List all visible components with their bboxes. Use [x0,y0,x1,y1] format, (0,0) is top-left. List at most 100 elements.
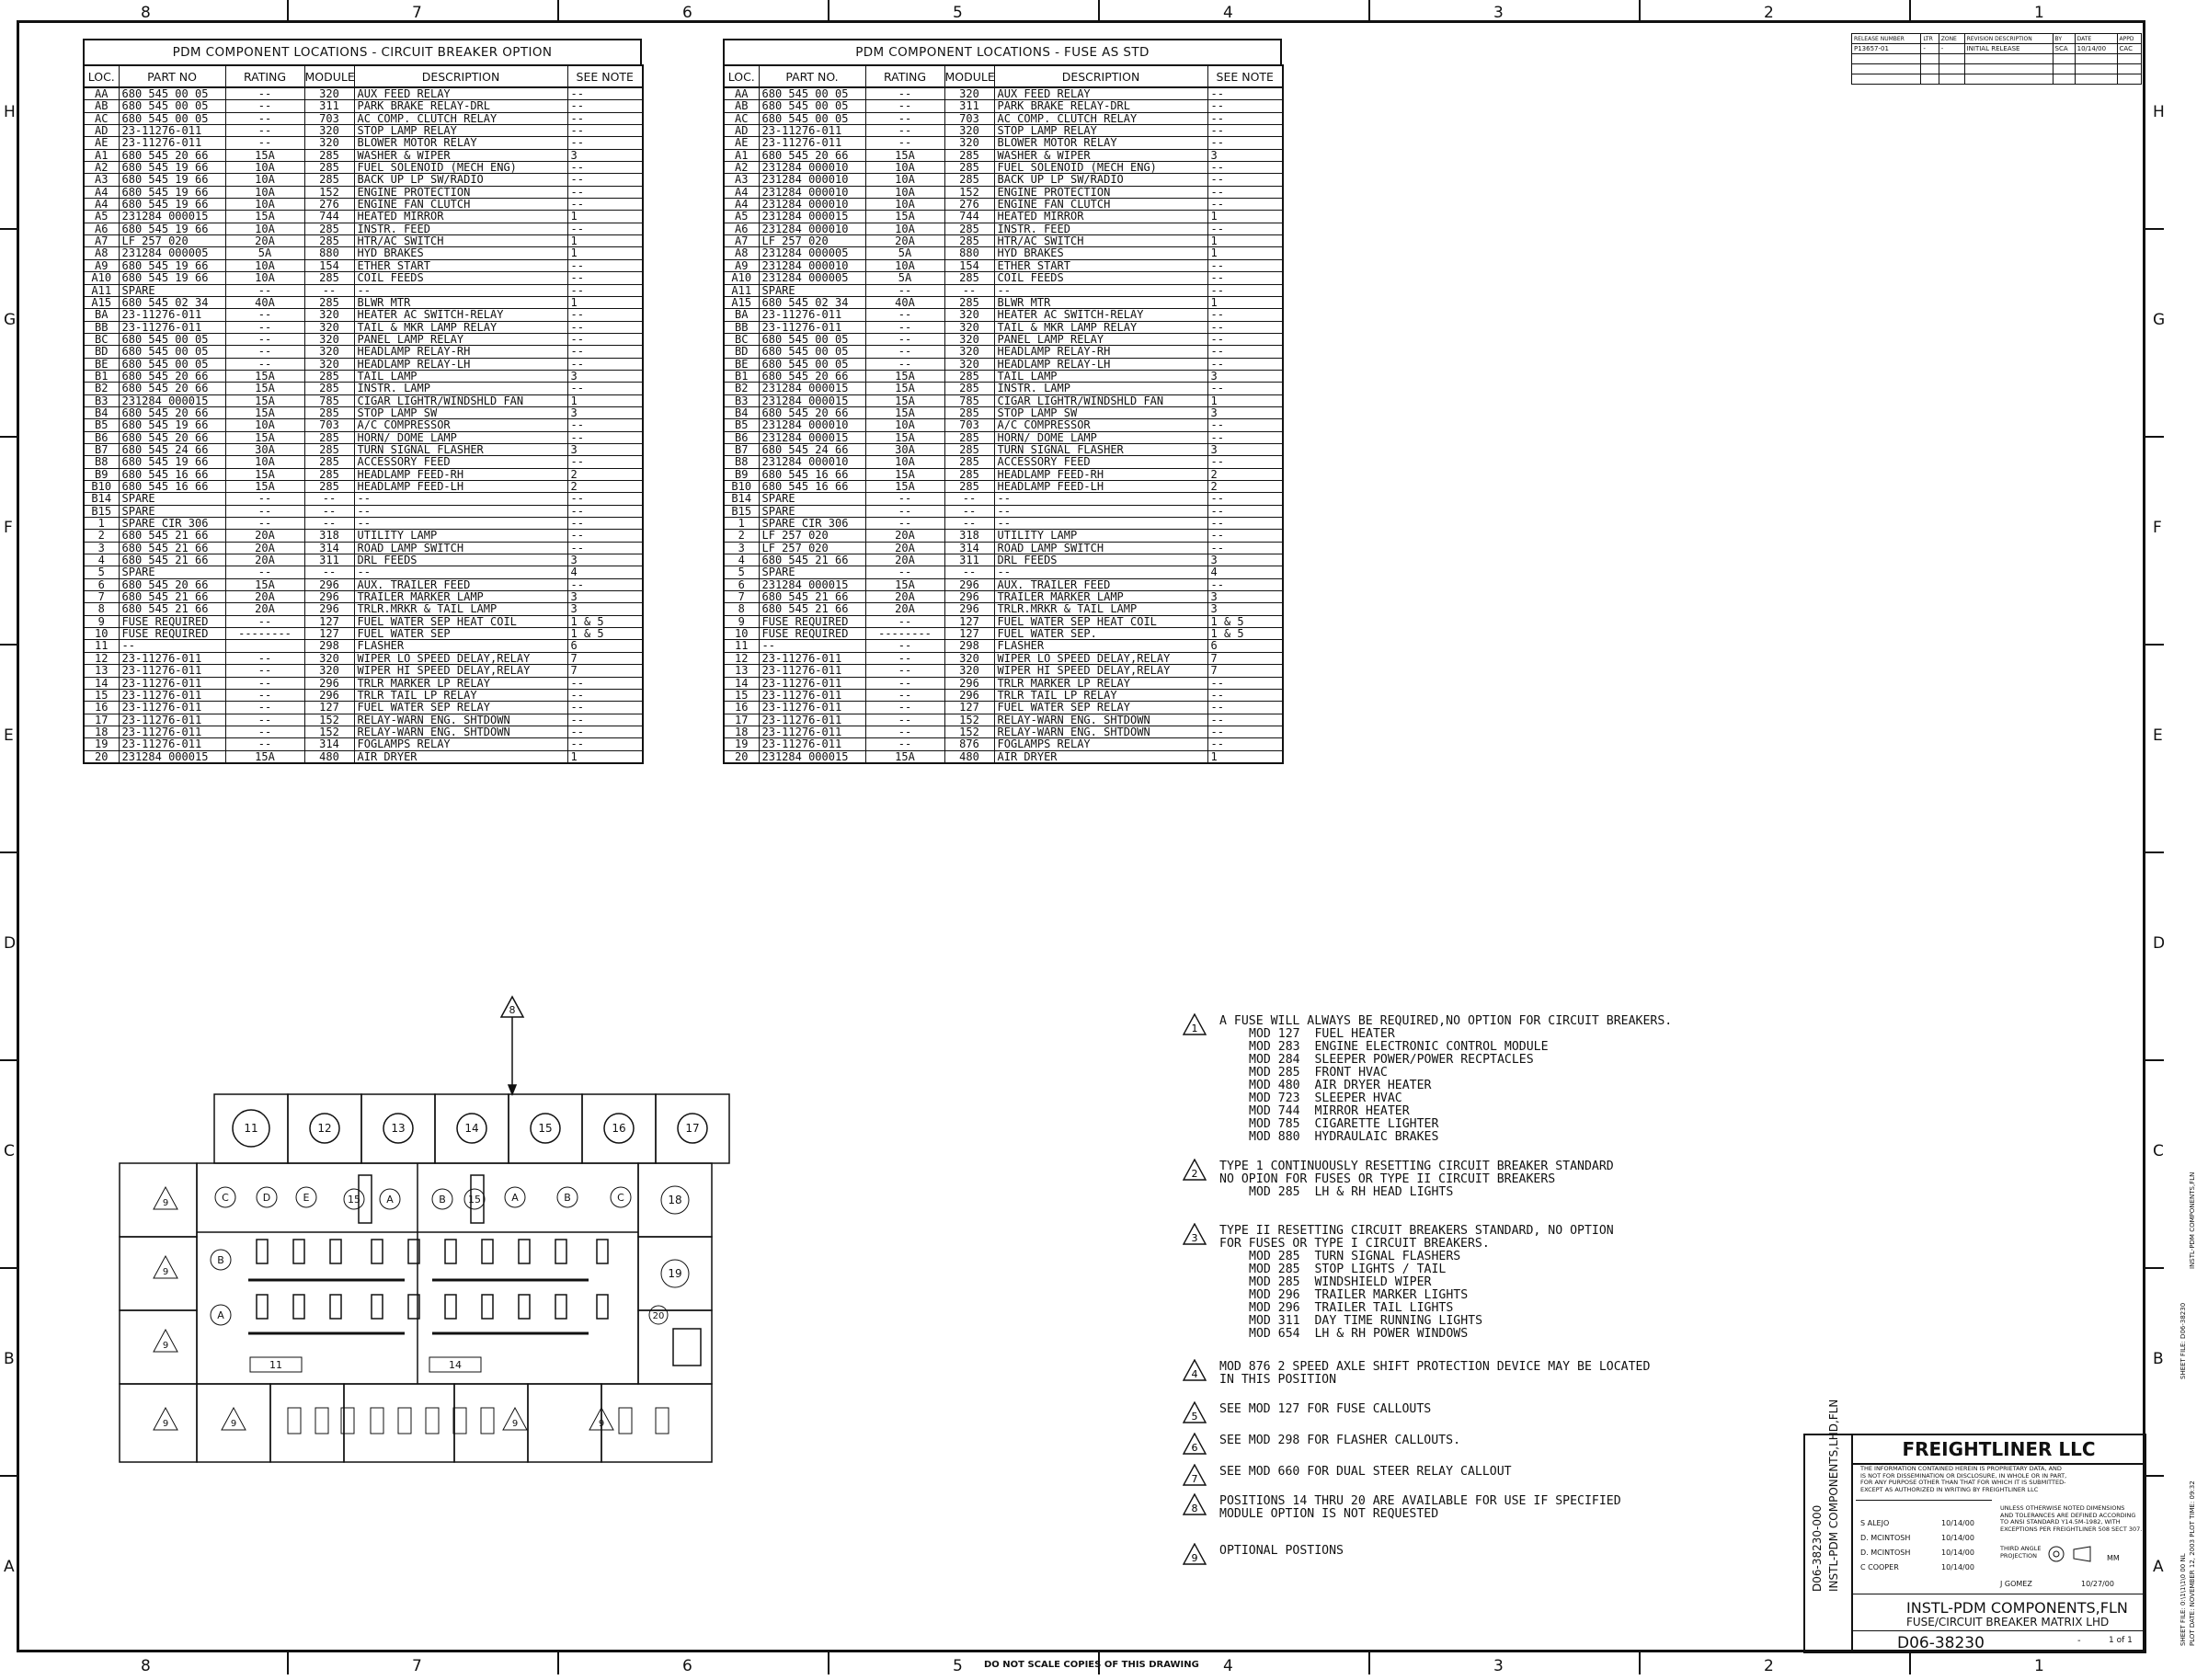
table-cell: B8 [724,455,760,469]
table-cell: -- [567,87,644,101]
table-cell: 320 [304,124,355,138]
table-cell: FUEL SOLENOID (MECH ENG) [354,161,568,175]
table-cell: 20A [225,234,305,248]
table-cell: 127 [304,701,355,714]
table-cell: 23-11276-011 [759,689,866,703]
column-header: RATING [225,65,305,88]
table-cell: 285 [944,431,995,444]
designer: J GOMEZ [2000,1580,2032,1588]
table-cell: 15A [225,149,305,163]
table-cell: 285 [944,223,995,236]
table-cell: 20A [865,590,945,604]
table-cell: 20A [225,529,305,543]
slot-label: 16 [612,1122,625,1135]
table-cell: 3 [567,370,644,383]
table-cell: 23-11276-011 [119,124,226,138]
table-cell: 311 [944,554,995,567]
table-cell: -- [225,492,305,506]
table-cell: A4 [724,186,760,200]
note-items: MOD 285 TURN SIGNAL FLASHERS MOD 285 STO… [1249,1250,1483,1341]
table-cell: PARK BRAKE RELAY-DRL [354,99,568,113]
table-cell: 3 [84,542,120,555]
table-cell: -- [1207,136,1284,150]
table-cell: 318 [304,529,355,543]
table-cell: 30A [865,443,945,457]
table-cell: 15A [225,431,305,444]
zone-right-G: G [2153,311,2166,329]
table-cell: BC [84,333,120,347]
table-cell: ENGINE PROTECTION [354,186,568,200]
table-cell: 285 [304,455,355,469]
table-cell: 20A [865,542,945,555]
table-cell: 9 [84,615,120,629]
table-cell: RELAY-WARN ENG. SHTDOWN [354,726,568,739]
zone-left-H: H [4,103,16,121]
margin-text: PLOT DATE: NOVEMBER 12, 2003 PLOT TIME: … [2189,1480,2196,1646]
side-title: INSTL-PDM COMPONENTS,LHD,FLN [1827,1399,1840,1592]
engineer-date: 10/14/00 [1941,1549,1974,1557]
zone-left-F: F [4,519,13,537]
table-cell: INSTR. FEED [994,223,1208,236]
position-label: B [564,1192,571,1204]
table-cell: -- [1207,492,1284,506]
table-cell: 23-11276-011 [759,308,866,322]
table-cell: ETHER START [994,259,1208,273]
table-cell: 320 [304,664,355,678]
table-cell: AC COMP. CLUTCH RELAY [994,112,1208,126]
table-cell: 4 [1207,566,1284,579]
table-cell: HEADLAMP FEED-LH [994,480,1208,494]
table-cell: 3 [1207,590,1284,604]
fuse-slot [407,1239,420,1264]
table-cell: 680 545 00 05 [119,87,226,101]
table-cell: HORN/ DOME LAMP [354,431,568,444]
checked-date: 10/14/00 [1941,1534,1974,1542]
revision-cell: 10/14/00 [2074,43,2118,54]
table-cell: INSTR. LAMP [994,382,1208,395]
table-cell: -- [1207,714,1284,726]
table-cell: -- [567,358,644,371]
table-cell: -- [865,726,945,739]
table-cell: 10A [865,161,945,175]
table-cell: -- [354,566,568,579]
table-cell: 231284 000010 [759,173,866,187]
table-cell: -- [865,701,945,714]
table-cell: -- [225,677,305,690]
table-cell: HEADLAMP RELAY-RH [994,345,1208,359]
table-cell: A2 [84,161,120,175]
table-cell: A11 [724,284,760,297]
column-header: RATING [865,65,945,88]
zone-left-C: C [4,1142,15,1160]
column-header: MODULE [944,65,995,88]
table-cell: 6 [567,639,644,653]
table-cell: -- [225,308,305,322]
table-cell: 285 [944,149,995,163]
revision-cell: - [1938,43,1965,54]
position-label: B [217,1254,224,1266]
table-cell: A11 [84,284,120,297]
column-header: SEE NOTE [567,65,644,88]
table-cell: 5 [84,566,120,579]
table-cell: 285 [304,234,355,248]
table-cell: 320 [944,124,995,138]
table-cell: 16 [84,701,120,714]
